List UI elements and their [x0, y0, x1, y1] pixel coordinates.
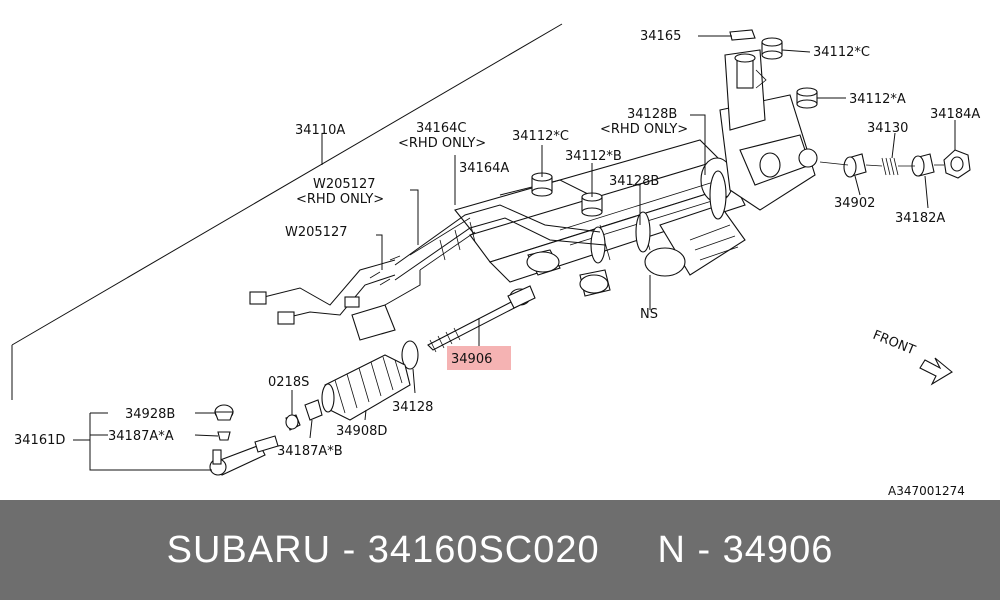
footer-caption: SUBARU - 34160SC020 N - 34906	[166, 529, 834, 571]
label-34182a: 34182A	[895, 211, 945, 226]
label-rhd-only-1: <RHD ONLY>	[398, 136, 486, 151]
diagram-id: A347001274	[888, 484, 965, 498]
seal-cap-34112c	[761, 37, 783, 60]
assembly-line-right-2	[865, 164, 883, 167]
label-34164a: 34164A	[459, 161, 509, 176]
label-34184a: 34184A	[930, 107, 980, 122]
label-34187a-b: 34187A*B	[277, 444, 343, 459]
label-34161d: 34161D	[14, 433, 65, 448]
label-34112c-lower: 34112*C	[512, 129, 569, 144]
label-34130: 34130	[867, 121, 908, 136]
footer-brand: SUBARU	[166, 529, 332, 571]
label-34165: 34165	[640, 29, 681, 44]
label-0218s: 0218S	[268, 375, 309, 390]
label-34908d: 34908D	[336, 424, 387, 439]
rack-housing	[454, 49, 818, 283]
label-34112a: 34112*A	[849, 92, 906, 107]
label-w205127-a: W205127	[313, 177, 375, 192]
label-34187a-a: 34187A*A	[108, 429, 174, 444]
label-ns: NS	[640, 307, 658, 322]
cap-34165	[729, 29, 756, 41]
wiring-harness	[249, 255, 421, 341]
boot-clamp-ring	[401, 340, 419, 370]
lock-washer	[304, 399, 323, 421]
label-34128: 34128	[392, 400, 433, 415]
footer-reference: N - 34906	[657, 529, 834, 571]
inner-tie-rod	[427, 285, 536, 353]
adjust-screw-34182a	[911, 153, 935, 177]
highlight-box-34906	[447, 346, 511, 370]
lock-nut-34184a	[943, 149, 971, 179]
rack-guide-34902	[843, 153, 867, 178]
footer-part-number: 34160SC020	[367, 529, 600, 571]
label-34902: 34902	[834, 196, 875, 211]
steering-gear-exploded-diagram: 34110A 34164C <RHD ONLY> 34164A W205127 …	[11, 23, 981, 498]
assembly-line-right	[819, 161, 849, 166]
label-34110a: 34110A	[295, 123, 345, 138]
label-34164c: 34164C	[416, 121, 466, 136]
label-w205127-b: W205127	[285, 225, 347, 240]
footer-bar: SUBARU - 34160SC020 N - 34906	[0, 500, 1000, 600]
rack-boot	[321, 354, 411, 421]
seal-cap-34112a	[796, 87, 818, 109]
label-rhd-only-2: <RHD ONLY>	[296, 192, 384, 207]
leader-lines	[73, 35, 956, 471]
outer-tie-rod-end	[209, 404, 279, 476]
label-34128b-top: 34128B	[627, 107, 677, 122]
castle-nut	[285, 414, 301, 431]
label-34112b: 34112*B	[565, 149, 622, 164]
label-34906: 34906	[451, 352, 492, 367]
label-rhd-only-3: <RHD ONLY>	[600, 122, 688, 137]
label-front: FRONT	[871, 328, 918, 359]
frame-line-top	[11, 23, 563, 346]
spring-34130	[881, 157, 899, 176]
label-34928b: 34928B	[125, 407, 175, 422]
front-arrow	[919, 357, 953, 386]
label-34128b-mid: 34128B	[609, 174, 659, 189]
mount-bushings	[526, 249, 611, 297]
label-34112c-top: 34112*C	[813, 45, 870, 60]
